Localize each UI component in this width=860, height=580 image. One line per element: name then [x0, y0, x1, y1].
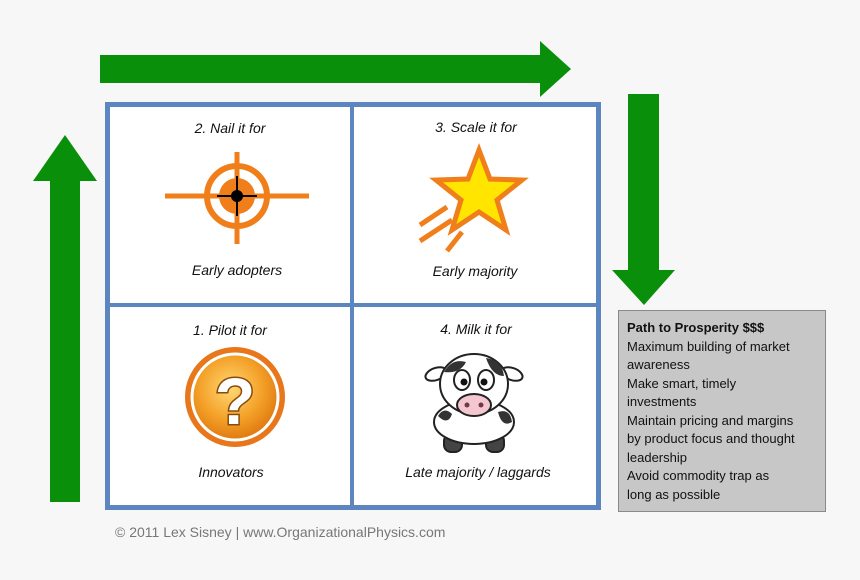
q2-segment: Early adopters — [117, 262, 357, 278]
arrow-right-top — [98, 40, 573, 100]
q1-segment: Innovators — [111, 464, 351, 480]
q4-title: 4. Milk it for — [356, 321, 596, 337]
path-to-prosperity-box: Path to Prosperity $$$ Maximum building … — [618, 310, 826, 512]
info-box-title: Path to Prosperity $$$ — [627, 319, 817, 338]
q4-segment: Late majority / laggards — [358, 464, 598, 480]
q3-segment: Early majority — [355, 263, 595, 279]
info-box-line: Avoid commodity trap as — [627, 467, 817, 486]
arrow-up-left — [30, 135, 100, 505]
copyright-text: © 2011 Lex Sisney | www.OrganizationalPh… — [115, 524, 445, 540]
arrow-down-right — [612, 94, 676, 306]
q2-title: 2. Nail it for — [110, 120, 350, 136]
svg-text:?: ? — [215, 364, 255, 438]
info-box-line: awareness — [627, 356, 817, 375]
info-box-line: by product focus and thought — [627, 430, 817, 449]
info-box-line: investments — [627, 393, 817, 412]
info-box-line: Make smart, timely — [627, 375, 817, 394]
info-box-line: leadership — [627, 449, 817, 468]
shooting-star-icon — [412, 145, 532, 255]
q3-title: 3. Scale it for — [356, 119, 596, 135]
question-mark-icon: ? — [182, 344, 288, 450]
q1-title: 1. Pilot it for — [110, 322, 350, 338]
info-box-line: long as possible — [627, 486, 817, 505]
info-box-line: Maintain pricing and margins — [627, 412, 817, 431]
grid-horizontal-divider — [110, 303, 596, 307]
cow-icon — [424, 350, 524, 456]
info-box-line: Maximum building of market — [627, 338, 817, 357]
target-crosshair-icon — [163, 150, 311, 246]
